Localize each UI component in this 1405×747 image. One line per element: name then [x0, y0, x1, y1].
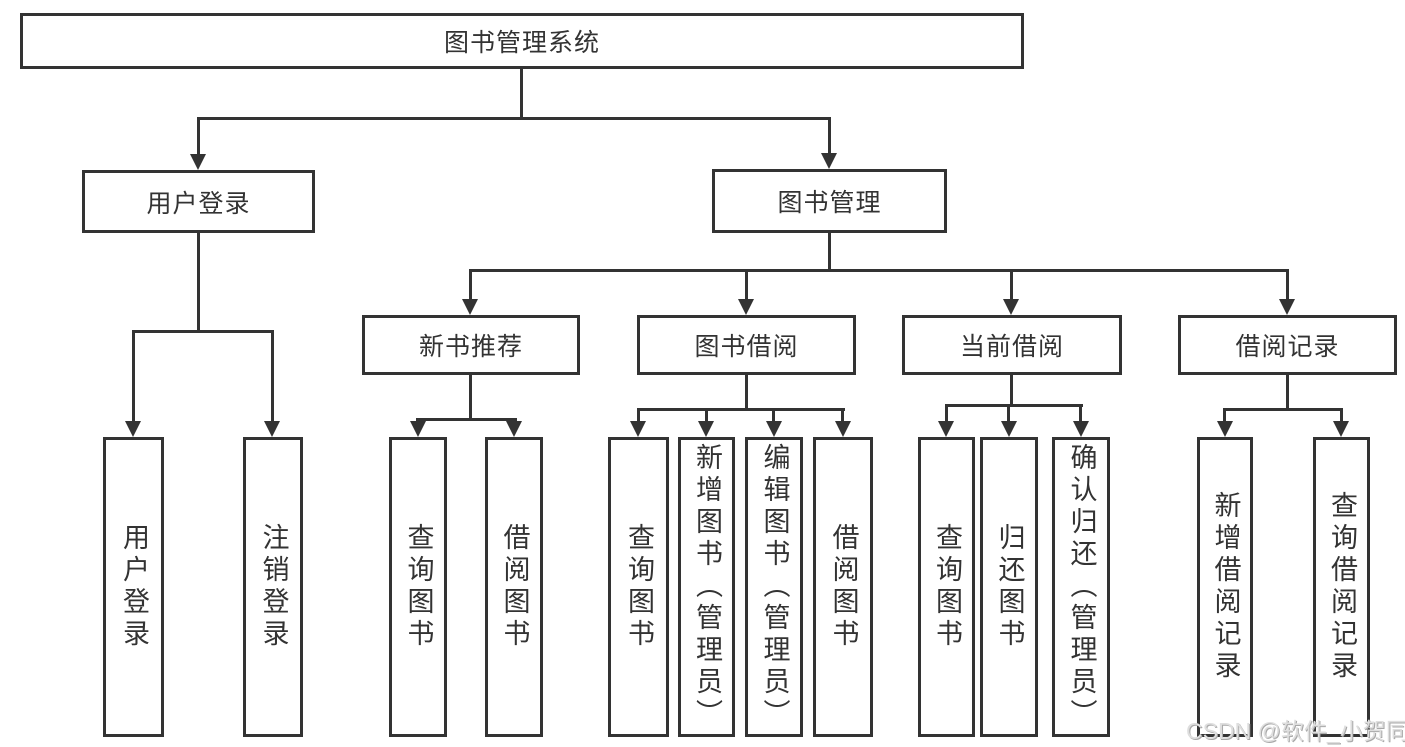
leaf-nb-query-books: 查询图书 [389, 437, 447, 737]
node-borrowing-records: 借阅记录 [1178, 315, 1397, 375]
connector-drop-cb-query [945, 404, 948, 421]
node-current-borrowing-label: 当前借阅 [959, 333, 1064, 361]
arrowhead-user-login [190, 154, 206, 170]
connector-level2-bar [197, 117, 830, 120]
arrowhead-cb-return [1001, 421, 1017, 437]
connector-book-borrow-bar [637, 408, 845, 411]
leaf-logout-label: 注销登录 [258, 523, 289, 651]
arrowhead-bb-edit [766, 421, 782, 437]
node-book-borrowing: 图书借阅 [637, 315, 856, 375]
leaf-cb-query-books: 查询图书 [918, 437, 975, 737]
node-book-borrowing-label: 图书借阅 [694, 333, 799, 361]
connector-book-borrow-trunk [745, 375, 748, 411]
connector-book-mgmt-trunk [828, 233, 831, 272]
leaf-user-login: 用户登录 [103, 437, 164, 737]
arrowhead-bb-query [630, 421, 646, 437]
connector-new-book-trunk [469, 375, 472, 421]
connector-borrow-records-trunk [1286, 375, 1289, 411]
leaf-bb-borrow-books-label: 借阅图书 [828, 523, 859, 651]
leaf-nb-query-books-label: 查询图书 [403, 523, 434, 651]
leaf-bb-borrow-books: 借阅图书 [813, 437, 873, 737]
connector-drop-bb-edit [772, 408, 775, 421]
arrowhead-bb-add [698, 421, 714, 437]
leaf-nb-borrow-books-label: 借阅图书 [499, 523, 530, 651]
leaf-logout: 注销登录 [243, 437, 303, 737]
node-root: 图书管理系统 [20, 13, 1024, 69]
connector-root-trunk [520, 69, 523, 118]
connector-drop-new-book [469, 269, 472, 299]
connector-drop-br-add [1223, 408, 1226, 421]
node-current-borrowing: 当前借阅 [902, 315, 1122, 375]
arrowhead-cb-confirm [1073, 421, 1089, 437]
node-user-login-label: 用户登录 [146, 189, 251, 218]
node-new-book-recommend-label: 新书推荐 [418, 333, 523, 361]
leaf-bb-add-books-admin: 新增图书（管理员） [678, 437, 735, 737]
connector-drop-book-borrow [745, 269, 748, 299]
connector-current-borrow-trunk [1010, 375, 1013, 406]
leaf-br-query-record: 查询借阅记录 [1313, 437, 1370, 737]
leaf-cb-confirm-return-admin-label: 确认归还（管理员） [1066, 443, 1097, 731]
csdn-watermark: CSDN @软件_小贺同学 [1186, 718, 1405, 744]
arrowhead-nb-borrow [506, 421, 522, 437]
leaf-br-query-record-label: 查询借阅记录 [1327, 491, 1357, 683]
leaf-bb-edit-books-admin: 编辑图书（管理员） [745, 437, 803, 737]
connector-drop-bb-borrow [841, 408, 844, 421]
leaf-bb-add-books-admin-label: 新增图书（管理员） [692, 443, 722, 731]
connector-borrow-records-bar [1223, 408, 1343, 411]
connector-user-login-bar [132, 330, 274, 333]
arrowhead-book-borrow [738, 299, 754, 315]
leaf-bb-edit-books-admin-label: 编辑图书（管理员） [759, 443, 790, 731]
node-book-management-label: 图书管理 [777, 189, 882, 217]
leaf-cb-confirm-return-admin: 确认归还（管理员） [1052, 437, 1110, 737]
connector-drop-leaf-login [132, 330, 135, 421]
leaf-bb-query-books: 查询图书 [608, 437, 669, 737]
connector-drop-user-login [197, 117, 200, 154]
arrowhead-leaf-logout [264, 421, 280, 437]
leaf-cb-query-books-label: 查询图书 [932, 523, 962, 651]
arrowhead-cb-query [938, 421, 954, 437]
node-root-label: 图书管理系统 [443, 29, 600, 57]
connector-drop-cb-confirm [1079, 404, 1082, 421]
node-new-book-recommend: 新书推荐 [362, 315, 580, 375]
connector-level3-bar [469, 269, 1288, 272]
arrowhead-nb-query [410, 421, 426, 437]
leaf-nb-borrow-books: 借阅图书 [485, 437, 543, 737]
connector-drop-current-borrow [1010, 269, 1013, 299]
arrowhead-book-mgmt [821, 153, 837, 169]
connector-drop-book-mgmt [828, 117, 831, 153]
leaf-cb-return-books: 归还图书 [980, 437, 1038, 737]
node-user-login: 用户登录 [82, 170, 315, 233]
arrowhead-br-add [1217, 421, 1233, 437]
connector-new-book-bar [416, 418, 517, 421]
connector-current-borrow-bar [945, 404, 1083, 407]
leaf-br-add-record-label: 新增借阅记录 [1210, 491, 1241, 683]
node-borrowing-records-label: 借阅记录 [1235, 333, 1340, 361]
connector-drop-cb-return [1007, 404, 1010, 421]
leaf-user-login-label: 用户登录 [119, 523, 149, 651]
connector-drop-bb-query [637, 408, 640, 421]
connector-drop-borrow-records [1286, 269, 1289, 299]
arrowhead-bb-borrow [835, 421, 851, 437]
connector-drop-bb-add [705, 408, 708, 421]
leaf-bb-query-books-label: 查询图书 [624, 523, 654, 651]
connector-user-login-trunk [197, 233, 200, 333]
arrowhead-current-borrow [1003, 299, 1019, 315]
arrowhead-leaf-login [125, 421, 141, 437]
node-book-management: 图书管理 [712, 169, 947, 233]
leaf-br-add-record: 新增借阅记录 [1197, 437, 1253, 737]
connector-drop-leaf-logout [271, 330, 274, 421]
connector-drop-br-query [1340, 408, 1343, 421]
arrowhead-borrow-records [1279, 299, 1295, 315]
arrowhead-br-query [1333, 421, 1349, 437]
leaf-cb-return-books-label: 归还图书 [994, 523, 1025, 651]
arrowhead-new-book [462, 299, 478, 315]
